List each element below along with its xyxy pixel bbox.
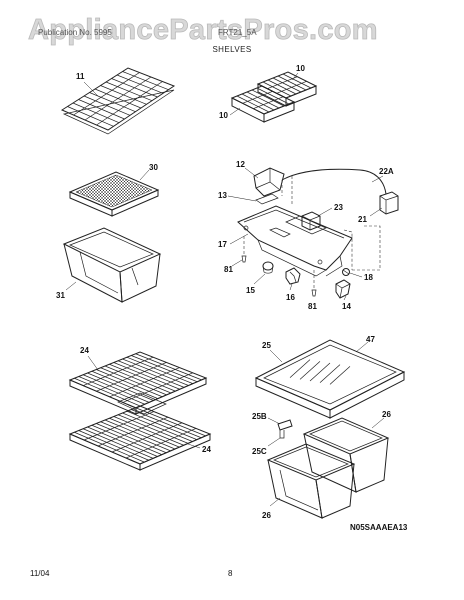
shelf-parts-25B-25C[interactable]: 25B 25C [252, 412, 293, 456]
screw-part-81[interactable]: 81 81 [224, 236, 317, 311]
callout-26-right: 26 [382, 410, 391, 419]
connector-part-21[interactable]: 21 [358, 191, 399, 224]
bracket-part-14[interactable]: 14 [335, 279, 351, 311]
model-number: FRT21_5A [218, 28, 257, 37]
callout-25: 25 [262, 341, 271, 350]
glass-shelf-part-25[interactable]: 25 47 [254, 335, 406, 419]
callout-25B: 25B [252, 412, 267, 421]
watermark: AppliancePartsPros.com [28, 14, 378, 47]
callout-11: 11 [76, 72, 85, 81]
valve-part-23[interactable]: 23 [301, 203, 343, 231]
cover-part-12[interactable]: 12 [236, 160, 285, 197]
ice-maker-assembly: 12 13 17 [218, 160, 399, 311]
page-number: 8 [228, 569, 233, 578]
callout-81-left: 81 [224, 265, 233, 274]
callout-13: 13 [218, 191, 227, 200]
callout-24-lower: 24 [202, 445, 211, 454]
callout-22A: 22A [379, 167, 394, 176]
callout-21: 21 [358, 215, 367, 224]
callout-16: 16 [286, 293, 295, 302]
footer-date: 11/04 [30, 569, 50, 578]
callout-23: 23 [334, 203, 343, 212]
callout-14: 14 [342, 302, 351, 311]
callout-26-left: 26 [262, 511, 271, 520]
crisper-drawer-part-26[interactable]: 26 26 [262, 410, 391, 520]
callout-47: 47 [366, 335, 375, 344]
callout-15: 15 [246, 286, 255, 295]
crisper-cover-part-30[interactable]: 30 [68, 163, 160, 217]
callout-30: 30 [149, 163, 158, 172]
callout-31: 31 [56, 291, 65, 300]
callout-25C: 25C [252, 447, 267, 456]
clip-part-18[interactable]: 18 [342, 268, 374, 283]
publication-number: Publication No. 5995 [38, 28, 112, 37]
wire-shelf-part-11[interactable]: 11 [60, 67, 176, 135]
wire-harness-part-22A[interactable]: 22A [281, 167, 394, 271]
fitting-part-16[interactable]: 16 [285, 267, 301, 302]
callout-17: 17 [218, 240, 227, 249]
plate-part-13[interactable]: 13 [218, 191, 279, 205]
callout-24-upper: 24 [80, 346, 89, 355]
diagram-code: N05SAAAEA13 [350, 523, 408, 532]
callout-18: 18 [364, 273, 373, 282]
crisper-pan-part-31[interactable]: 31 [56, 227, 162, 303]
knob-part-15[interactable]: 15 [246, 261, 274, 295]
shelf-assembly-part-24[interactable]: 24 24 [68, 346, 211, 471]
section-title: SHELVES [212, 45, 252, 54]
housing-part-17[interactable]: 17 [218, 205, 353, 277]
callout-10-upper: 10 [296, 64, 305, 73]
callout-10-lower: 10 [219, 111, 228, 120]
callout-81-right: 81 [308, 302, 317, 311]
callout-12: 12 [236, 160, 245, 169]
ice-tray-part-10[interactable]: 10 10 [219, 64, 318, 123]
